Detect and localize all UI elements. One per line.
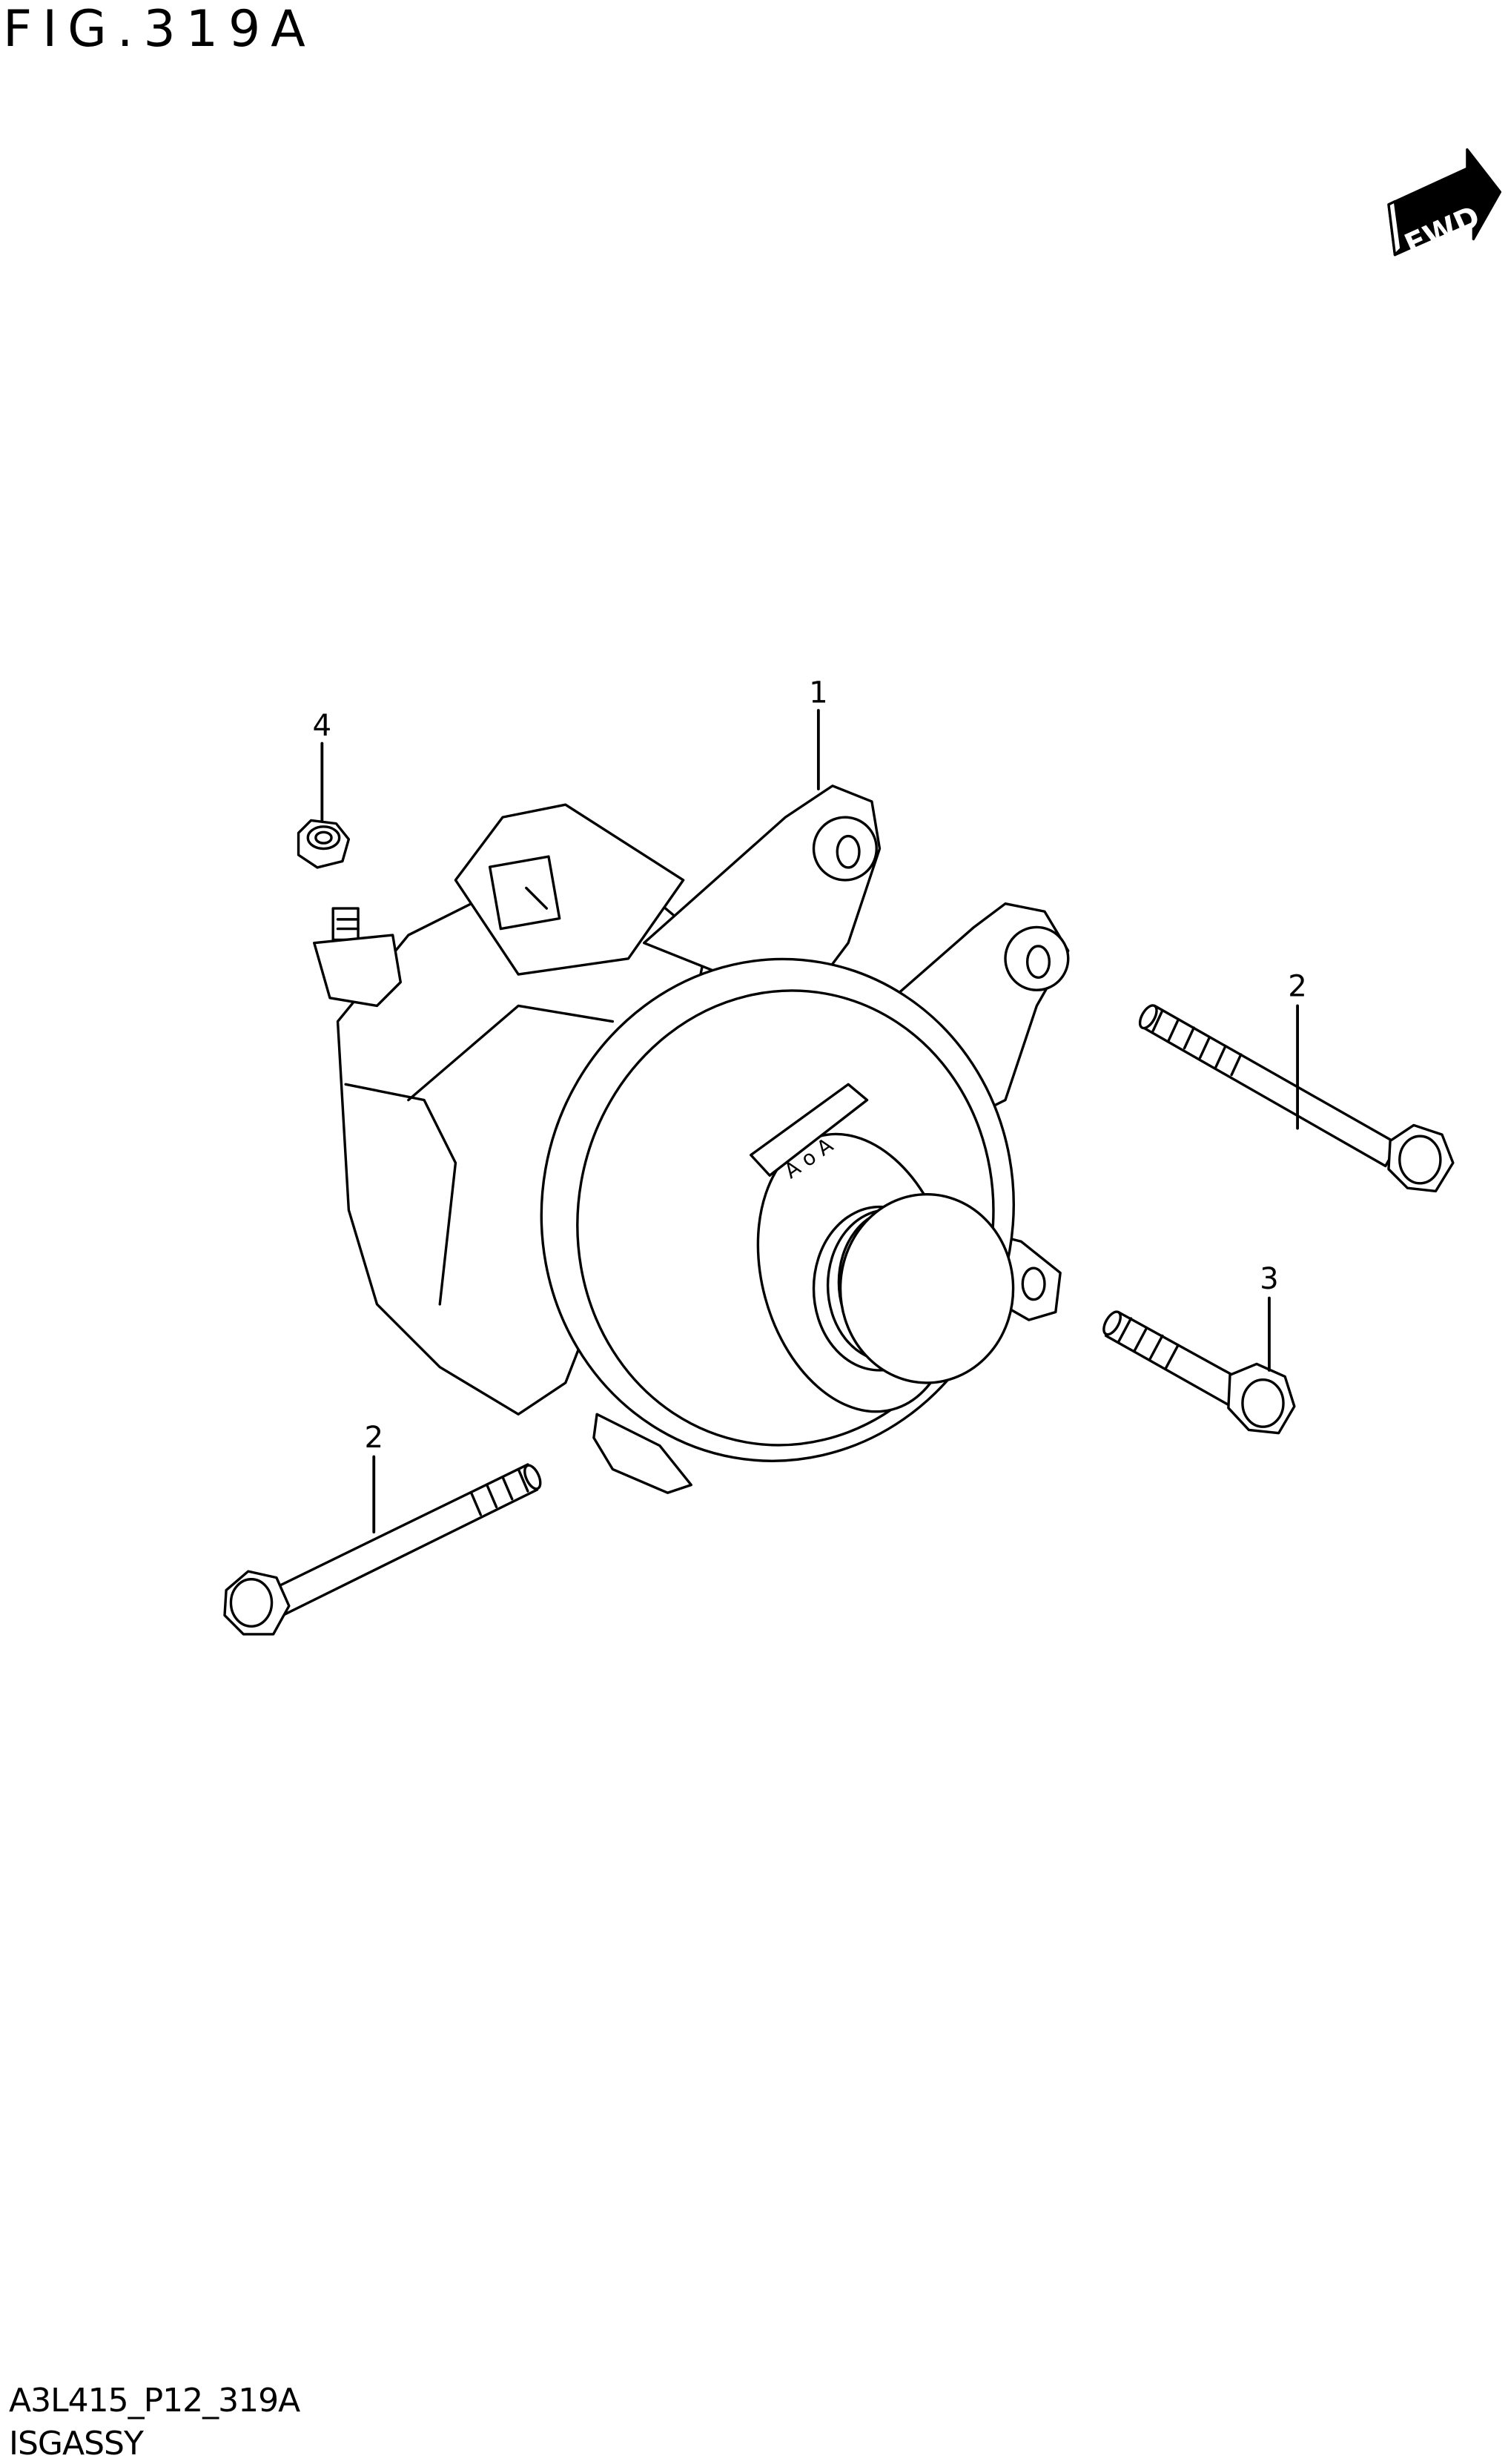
nut bbox=[297, 819, 351, 869]
figure-title: FIG.319A bbox=[3, 0, 316, 59]
callout-2-right: 2 bbox=[1288, 970, 1307, 1004]
callout-2-left: 2 bbox=[364, 1421, 383, 1455]
b-terminal bbox=[313, 907, 402, 1008]
callout-1: 1 bbox=[809, 676, 828, 710]
isg-alternator: A o A bbox=[313, 785, 1070, 1494]
bolt-short bbox=[1102, 1310, 1296, 1435]
pulley bbox=[812, 1192, 1015, 1384]
bolt-long-left bbox=[223, 1463, 542, 1636]
drawing-code: A3L415_P12_319A bbox=[9, 2382, 300, 2420]
bolt-long-right bbox=[1138, 1004, 1455, 1193]
assembly-name: ISGASSY bbox=[9, 2425, 144, 2463]
callout-4: 4 bbox=[313, 709, 332, 743]
fwd-arrow-icon: FWD bbox=[1387, 148, 1502, 262]
callout-3: 3 bbox=[1260, 1262, 1279, 1296]
